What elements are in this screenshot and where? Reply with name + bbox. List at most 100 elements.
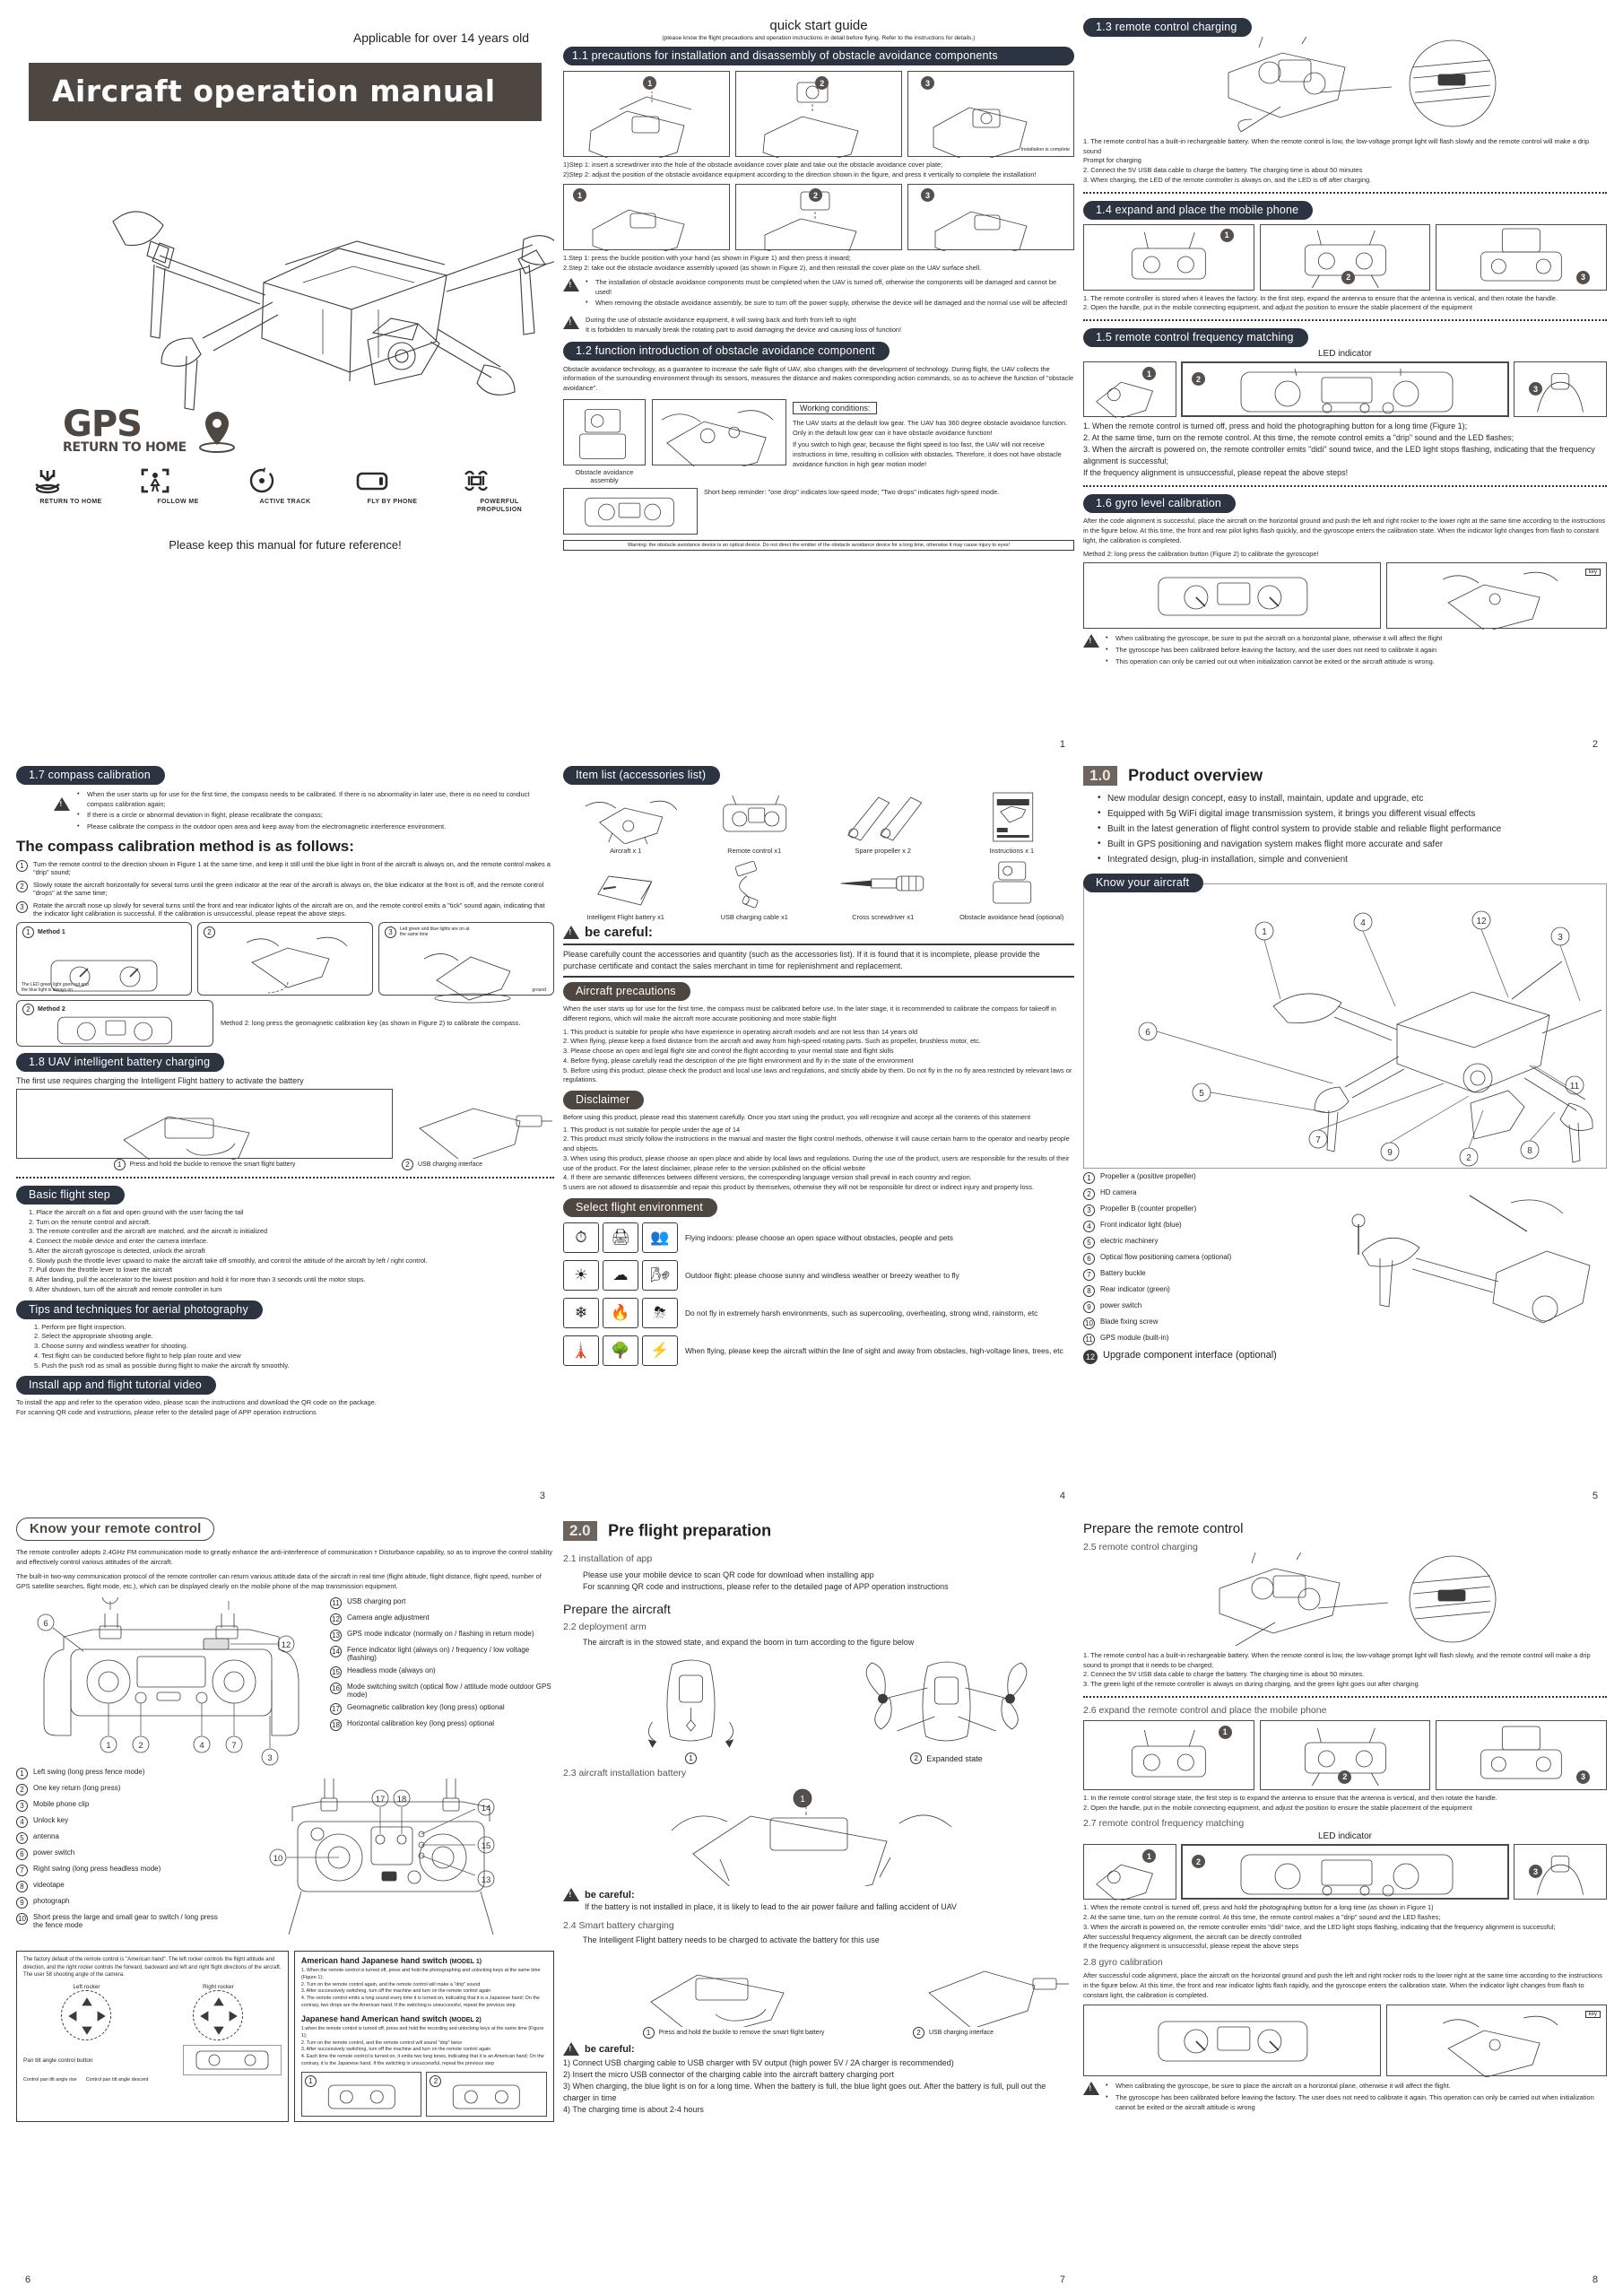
disclaimer-intro: Before using this product, please read t… (563, 1112, 1031, 1121)
legend-label: photograph (33, 1896, 70, 1905)
install-app-line: To install the app and refer to the oper… (16, 1398, 377, 1407)
figure-expand-1: 1 (1083, 223, 1254, 291)
section-1-3-heading: 1.3 remote control charging (1083, 18, 1252, 37)
feature-label: POWERFUL PROPULSION (476, 499, 523, 514)
left-stick-label: Left rocker (73, 1984, 100, 1990)
feature-label: FOLLOW ME (157, 499, 199, 505)
svg-text:3: 3 (267, 1753, 272, 1763)
legend-label: Left swing (long press fence mode) (33, 1767, 145, 1776)
battery-caption-1: Press and hold the buckle to remove the … (129, 1161, 296, 1168)
cover-feature-row: RETURN TO HOME FOLLOW ME ACTIVE TRACK (16, 467, 554, 515)
charging-note: 1) Connect USB charging cable to USB cha… (563, 2058, 954, 2068)
page-remote-setup: 1.3 remote control charging 1. The remot… (1083, 9, 1607, 753)
legend-label: Front indicator light (blue) (1100, 1221, 1182, 1229)
fly-by-phone-icon (356, 472, 387, 491)
overview-bullet: Built in GPS positioning and navigation … (1098, 837, 1607, 851)
return-to-home-icon (35, 470, 60, 494)
page-pre-flight: 2.0 Pre flight preparation 2.1 installat… (563, 1512, 1074, 2289)
smart-battery-text: The Intelligent Flight battery needs to … (583, 1935, 880, 1945)
install-step-1: 1)Step 1: insert a screwdriver into the … (563, 161, 943, 169)
legend-number: 10 (1083, 1318, 1095, 1329)
disclaimer-item: 1. This product is not suitable for peop… (563, 1125, 741, 1134)
compass-warn: When the user starts up for use for the … (77, 789, 554, 809)
figure-remove-2: 2 (735, 184, 902, 252)
accessory-label: USB charging cable x1 (720, 913, 788, 921)
accessory-item: Remote control x1 (692, 790, 818, 855)
propeller-icon (847, 796, 923, 841)
charging-line-4: 3. When charging, the LED of the remote … (1083, 175, 1372, 184)
figure-compass-1: 1 Method 1 The LED green light goes out … (16, 921, 192, 996)
figure-number: 2 (910, 1752, 923, 1765)
factory-default-box: The factory default of the remote contro… (16, 1950, 289, 2122)
legend-label: Right swing (long press headless mode) (33, 1864, 161, 1873)
figure-battery-charge-port (913, 1948, 1074, 2028)
environment-row: ❄ 🔥 ⛈ Do not fly in extremely harsh envi… (563, 1297, 1074, 1328)
legend-number: 3 (16, 1799, 28, 1812)
figure-install-2: 2 (735, 71, 902, 158)
accessory-label: Obstacle avoidance head (optional) (959, 913, 1064, 921)
caption-number: 1 (113, 1158, 126, 1170)
feature-label: ACTIVE TRACK (259, 499, 311, 505)
warning-triangle-icon (1083, 634, 1099, 648)
figure-remote-charging (1083, 37, 1607, 135)
step-number: 1 (16, 859, 28, 872)
powerful-propulsion-icon (464, 470, 488, 491)
figure-remove-1: 1 (563, 184, 730, 252)
figure-caption: Obstacle avoidance assembly (575, 467, 634, 484)
basic-step: 6. Slowly push the throttle lever upward… (29, 1256, 428, 1265)
japanese-line: 4. Each time the remote control is turne… (300, 2054, 544, 2067)
figure-obstacle-on-drone (652, 398, 786, 466)
expand-line-1: 1. The remote controller is stored when … (1083, 293, 1558, 302)
figure-remote-charge-port (1083, 1552, 1607, 1649)
section-2-2-title: 2.2 deployment arm (563, 1622, 647, 1633)
factory-note: The factory default of the remote contro… (23, 1956, 282, 1979)
environment-text: When flying, please keep the aircraft wi… (685, 1345, 1063, 1355)
legend-label: Propeller B (counter propeller) (1100, 1205, 1197, 1213)
quick-start-subtitle: (please know the flight precautions and … (662, 35, 976, 41)
feature-powerful-propulsion: POWERFUL PROPULSION (461, 467, 538, 515)
american-line: 4. The remote control emits a long sound… (300, 1996, 540, 2009)
section-2-1-title: 2.1 installation of app (563, 1553, 653, 1564)
tip-item: 3. Choose sunny and windless weather for… (34, 1342, 188, 1351)
legend-number: 1 (16, 1767, 28, 1779)
figure-badge: 2 (1192, 1855, 1205, 1869)
figure-badge: 3 (921, 76, 934, 90)
divider (1083, 319, 1607, 322)
warning-triangle-icon (563, 1888, 579, 1902)
flight-environment-heading: Select flight environment (563, 1197, 717, 1217)
american-hand-model: (MODEL 1) (449, 1958, 482, 1965)
legend-number: 11 (330, 1596, 342, 1609)
section-2-6-title: 2.6 expand the remote control and place … (1083, 1704, 1327, 1716)
environment-text: Outdoor flight: please choose sunny and … (685, 1270, 959, 1280)
battery-intro: The first use requires charging the Inte… (16, 1075, 304, 1085)
svg-text:14: 14 (482, 1804, 491, 1813)
charging-line-2: Prompt for charging (1083, 156, 1141, 165)
svg-text:15: 15 (482, 1841, 491, 1851)
disclaimer-item: 4. If there are semantic differences bet… (563, 1173, 972, 1182)
svg-text:11: 11 (1570, 1082, 1580, 1091)
legend-number: 18 (330, 1718, 342, 1731)
battery-caption-2: USB charging interface (418, 1161, 482, 1168)
prepare-aircraft-title: Prepare the aircraft (563, 1602, 671, 1617)
expanded-state-caption: Expanded state (926, 1753, 983, 1763)
legend-label: Camera angle adjustment (347, 1613, 430, 1622)
precaution-item: 4. Before flying, please carefully read … (563, 1056, 914, 1065)
page-number: 1 (1059, 739, 1065, 750)
figure-install-3: 3 Installation is complete (907, 71, 1074, 158)
overview-bullet: Equipped with 5g WiFi digital image tran… (1098, 806, 1607, 821)
cloud-icon: ☁ (603, 1259, 638, 1291)
page-prepare-remote: Prepare the remote control 2.5 remote co… (1083, 1512, 1607, 2289)
compass-step: Turn the remote control to the direction… (33, 859, 551, 876)
remove-step-1: 1.Step 1: press the buckle position with… (563, 254, 851, 263)
freq2-line: 3. When the aircraft is powered on, the … (1083, 1922, 1556, 1931)
gps-subheading: RETURN TO HOME (63, 440, 187, 455)
section-number: 1.0 (1083, 766, 1117, 786)
drone-icon (585, 800, 678, 844)
legend-label: videotape (33, 1880, 65, 1889)
expand-line-2: 2. Open the handle, put in the mobile co… (1083, 303, 1472, 312)
remote-paragraph-2: The built-in two-way communication proto… (16, 1572, 542, 1591)
japanese-line: 3. After successively switching, turn of… (300, 2047, 491, 2053)
